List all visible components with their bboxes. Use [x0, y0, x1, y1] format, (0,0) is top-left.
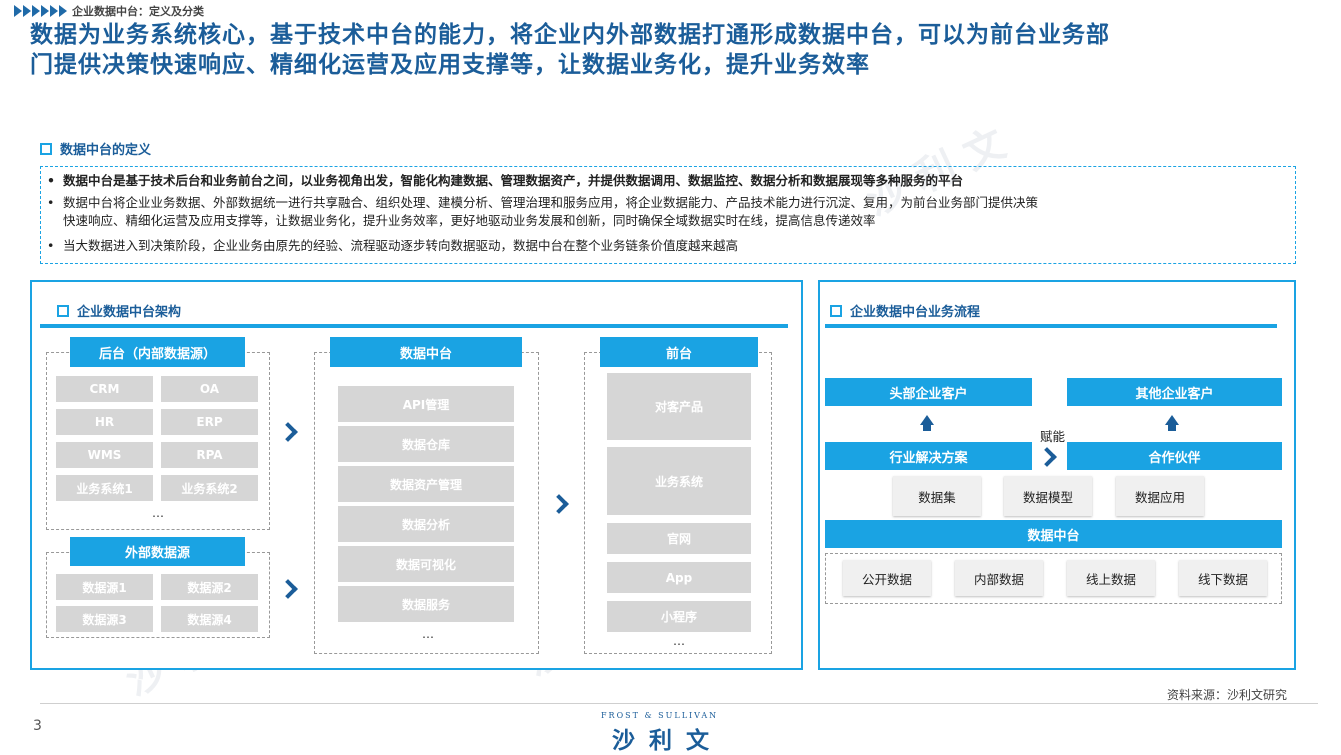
process-panel	[818, 280, 1296, 670]
middle-item: API管理	[338, 386, 514, 422]
front-item: 小程序	[607, 601, 751, 632]
middle-item: 数据可视化	[338, 546, 514, 582]
external-item: 数据源3	[56, 606, 153, 632]
definition-title: 数据中台的定义	[40, 139, 151, 158]
bullet-text-cont: 快速响应、精细化运营及应用支撑等，让数据业务化，提升业务效率，更好地驱动业务发展…	[63, 213, 876, 228]
square-icon	[830, 304, 842, 317]
capability-box: 数据集	[893, 476, 981, 516]
definition-title-text: 数据中台的定义	[60, 143, 152, 158]
arrow-up-icon	[1165, 415, 1179, 431]
ellipsis: …	[673, 634, 685, 648]
definition-bullet: •当大数据进入到决策阶段，企业业务由原先的经验、流程驱动逐步转向数据驱动，数据中…	[47, 238, 739, 253]
page-title-line1: 数据为业务系统核心，基于技术中台的能力，将企业内外部数据打通形成数据中台，可以为…	[30, 22, 1110, 48]
external-item: 数据源2	[161, 574, 258, 600]
external-item: 数据源1	[56, 574, 153, 600]
architecture-title: 企业数据中台架构	[57, 301, 181, 320]
ellipsis: …	[422, 627, 434, 641]
middle-header: 数据中台	[330, 337, 522, 367]
data-source-box: 内部数据	[955, 560, 1043, 596]
external-header: 外部数据源	[70, 537, 245, 566]
backend-item: ERP	[161, 409, 258, 435]
page-title-line2: 门提供决策快速响应、精细化运营及应用支撑等，让数据业务化，提升业务效率	[30, 52, 870, 78]
capability-box: 数据应用	[1116, 476, 1204, 516]
front-item: App	[607, 562, 751, 593]
external-item: 数据源4	[161, 606, 258, 632]
arrow-up-icon	[920, 415, 934, 431]
backend-item: 业务系统2	[161, 475, 258, 501]
middle-item: 数据仓库	[338, 426, 514, 462]
capability-box: 数据模型	[1004, 476, 1092, 516]
data-source-box: 线上数据	[1067, 560, 1155, 596]
front-item: 业务系统	[607, 447, 751, 515]
definition-bullet: •数据中台是基于技术后台和业务前台之间，以业务视角出发，智能化构建数据、管理数据…	[47, 173, 964, 188]
data-source-box: 公开数据	[843, 560, 931, 596]
data-source-group	[825, 553, 1282, 604]
square-icon	[40, 142, 52, 155]
logo: 沙利文	[612, 728, 723, 754]
backend-item: RPA	[161, 442, 258, 468]
backend-item: WMS	[56, 442, 153, 468]
front-header: 前台	[600, 337, 758, 367]
page-number: 3	[33, 718, 42, 734]
definition-box: •数据中台是基于技术后台和业务前台之间，以业务视角出发，智能化构建数据、管理数据…	[40, 166, 1296, 264]
backend-item: HR	[56, 409, 153, 435]
backend-item: 业务系统1	[56, 475, 153, 501]
solution-box: 行业解决方案	[825, 442, 1032, 470]
backend-item: OA	[161, 376, 258, 402]
definition-bullet: •数据中台将企业业务数据、外部数据统一进行共享融合、组织处理、建模分析、管理治理…	[47, 194, 1287, 230]
title-underline	[825, 324, 1277, 328]
page-title: 数据为业务系统核心，基于技术中台的能力，将企业内外部数据打通形成数据中台，可以为…	[30, 20, 1320, 80]
middle-item: 数据资产管理	[338, 466, 514, 502]
title-underline	[40, 324, 788, 328]
process-title-text: 企业数据中台业务流程	[850, 305, 981, 320]
breadcrumb: 企业数据中台：定义及分类	[72, 5, 204, 18]
front-item: 官网	[607, 523, 751, 554]
platform-box: 数据中台	[825, 520, 1282, 548]
ellipsis: …	[152, 506, 164, 520]
architecture-title-text: 企业数据中台架构	[77, 305, 182, 320]
backend-item: CRM	[56, 376, 153, 402]
empower-label: 赋能	[1040, 429, 1066, 444]
process-title: 企业数据中台业务流程	[830, 301, 980, 320]
client-top-box: 头部企业客户	[825, 378, 1032, 406]
front-item: 对客产品	[607, 373, 751, 440]
breadcrumb-chevrons	[14, 5, 67, 17]
partner-box: 合作伙伴	[1067, 442, 1282, 470]
bullet-text: 数据中台将企业业务数据、外部数据统一进行共享融合、组织处理、建模分析、管理治理和…	[63, 195, 1039, 210]
bullet-text: 数据中台是基于技术后台和业务前台之间，以业务视角出发，智能化构建数据、管理数据资…	[63, 173, 964, 188]
logo-subtitle: FROST & SULLIVAN	[601, 711, 719, 720]
footer-divider	[40, 703, 1318, 704]
square-icon	[57, 304, 69, 317]
middle-item: 数据分析	[338, 506, 514, 542]
client-other-box: 其他企业客户	[1067, 378, 1282, 406]
source-note: 资料来源：沙利文研究	[1167, 688, 1288, 702]
bullet-text: 当大数据进入到决策阶段，企业业务由原先的经验、流程驱动逐步转向数据驱动，数据中台…	[63, 238, 739, 253]
backend-header: 后台（内部数据源）	[70, 337, 245, 367]
data-source-box: 线下数据	[1179, 560, 1267, 596]
middle-item: 数据服务	[338, 586, 514, 622]
